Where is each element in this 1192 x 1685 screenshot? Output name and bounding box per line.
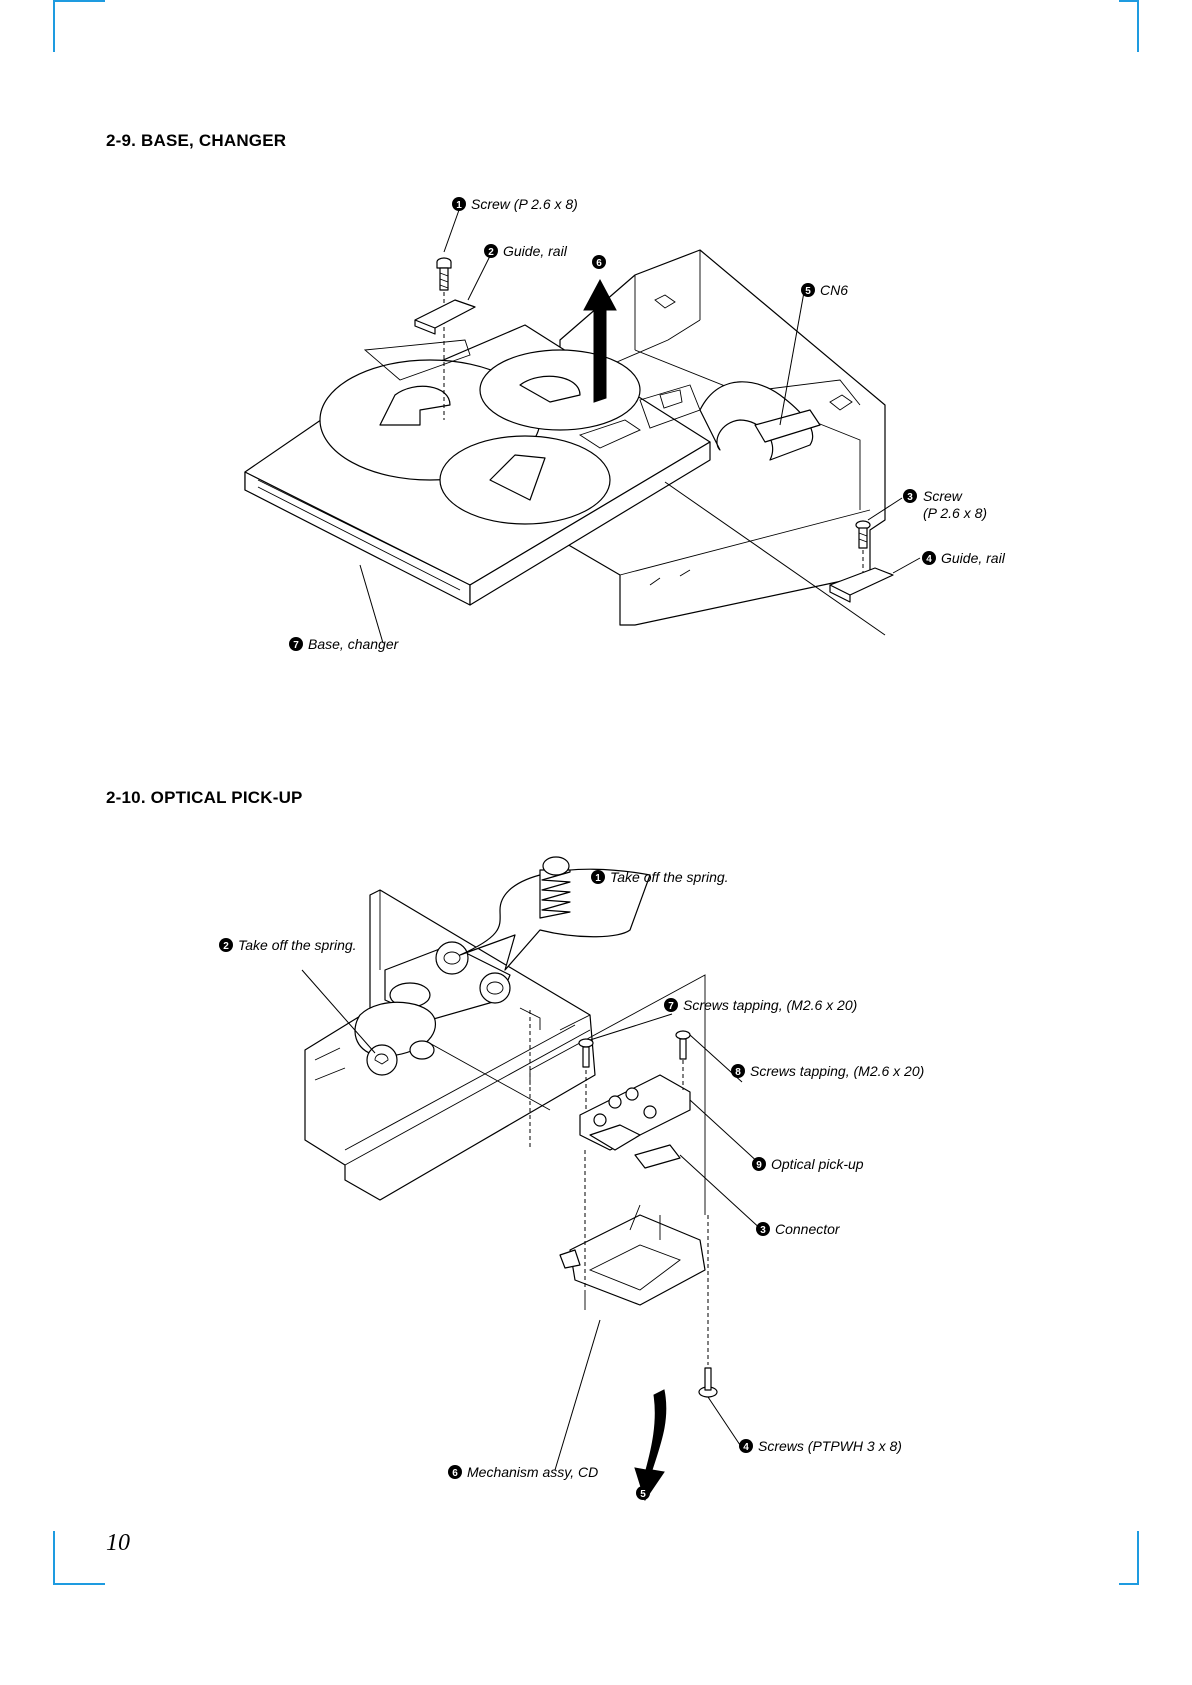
svg-text:1: 1 — [456, 200, 462, 211]
svg-text:3: 3 — [760, 1225, 766, 1236]
crop-mark-bottom-right-h — [1119, 1583, 1139, 1585]
crop-mark-top-left-v — [53, 0, 55, 52]
mechanism-assy-cd — [559, 1204, 706, 1310]
callout-7: 7 Base, changer — [289, 636, 400, 652]
svg-text:4: 4 — [743, 1442, 749, 1453]
spring-hole-a — [435, 941, 469, 975]
screw-4 — [698, 1367, 718, 1398]
svg-text:6: 6 — [596, 258, 602, 269]
section-heading-optical-pickup: 2-10. OPTICAL PICK-UP — [106, 788, 303, 807]
svg-text:Screw (P 2.6 x 8): Screw (P 2.6 x 8) — [471, 196, 578, 212]
callout-5: 5 CN6 — [801, 282, 848, 298]
svg-text:Connector: Connector — [775, 1221, 841, 1237]
crop-mark-top-right-h — [1119, 0, 1139, 2]
diagram-optical-pickup: 1 Take off the spring. 2 Take off the sp… — [219, 856, 924, 1502]
screw-8 — [675, 1030, 691, 1060]
svg-text:Screw: Screw — [923, 488, 963, 504]
callout-3: 3 Screw (P 2.6 x 8) — [903, 488, 987, 521]
svg-text:Optical pick-up: Optical pick-up — [771, 1156, 864, 1172]
callout-4: 4 Guide, rail — [922, 550, 1006, 566]
guide-rail-2 — [414, 299, 476, 335]
svg-text:Screws (PTPWH 3 x 8): Screws (PTPWH 3 x 8) — [758, 1438, 902, 1454]
svg-text:7: 7 — [293, 640, 299, 651]
svg-text:3: 3 — [907, 492, 913, 503]
svg-text:Guide, rail: Guide, rail — [941, 550, 1006, 566]
svg-text:Guide, rail: Guide, rail — [503, 243, 568, 259]
callout-opu-2: 2 Take off the spring. — [219, 937, 357, 953]
spring-icon — [539, 869, 571, 919]
svg-text:8: 8 — [735, 1067, 741, 1078]
up-arrow-icon — [583, 278, 617, 403]
callout-opu-9: 9 Optical pick-up — [752, 1156, 864, 1172]
callout-1: 1 Screw (P 2.6 x 8) — [452, 196, 578, 212]
callout-opu-5: 5 — [636, 1486, 650, 1500]
callout-opu-3: 3 Connector — [756, 1221, 841, 1237]
curved-arrow-icon — [634, 1389, 667, 1502]
screw-1 — [436, 257, 452, 291]
svg-text:Take off the spring.: Take off the spring. — [610, 869, 729, 885]
crop-mark-top-right-v — [1137, 0, 1139, 52]
svg-text:Mechanism assy, CD: Mechanism assy, CD — [467, 1464, 598, 1480]
callout-opu-8: 8 Screws tapping, (M2.6 x 20) — [731, 1063, 924, 1079]
screw-7 — [578, 1038, 594, 1068]
svg-text:Take off the spring.: Take off the spring. — [238, 937, 357, 953]
callout-opu-6: 6 Mechanism assy, CD — [448, 1464, 598, 1480]
crop-mark-bottom-left-v — [53, 1531, 55, 1585]
callout-2: 2 Guide, rail — [484, 243, 568, 259]
svg-text:2: 2 — [488, 247, 494, 258]
guide-rail-4 — [829, 567, 894, 603]
optical-pickup-unit — [579, 1074, 691, 1169]
callout-opu-4: 4 Screws (PTPWH 3 x 8) — [739, 1438, 902, 1454]
diagram-base-changer: 1 Screw (P 2.6 x 8) 2 Guide, rail 6 5 CN… — [244, 196, 1006, 652]
svg-text:9: 9 — [756, 1160, 762, 1171]
svg-text:6: 6 — [452, 1468, 458, 1479]
svg-text:5: 5 — [640, 1489, 646, 1500]
callout-opu-7: 7 Screws tapping, (M2.6 x 20) — [664, 997, 857, 1013]
callout-opu-1: 1 Take off the spring. — [591, 869, 729, 885]
spring-hole-b — [479, 972, 511, 1004]
screw-3 — [855, 520, 871, 549]
svg-text:5: 5 — [805, 286, 811, 297]
callout-6: 6 — [592, 255, 606, 269]
svg-text:4: 4 — [926, 554, 932, 565]
svg-text:2: 2 — [223, 941, 229, 952]
crop-mark-bottom-right-v — [1137, 1531, 1139, 1585]
svg-text:CN6: CN6 — [820, 282, 848, 298]
chassis-frame — [559, 249, 886, 626]
svg-text:(P 2.6 x 8): (P 2.6 x 8) — [923, 505, 987, 521]
svg-text:Base, changer: Base, changer — [308, 636, 400, 652]
svg-text:Screws tapping, (M2.6 x 20): Screws tapping, (M2.6 x 20) — [750, 1063, 924, 1079]
svg-text:1: 1 — [595, 873, 601, 884]
page-number: 10 — [106, 1530, 130, 1556]
svg-text:Screws tapping, (M2.6 x 20): Screws tapping, (M2.6 x 20) — [683, 997, 857, 1013]
svg-text:7: 7 — [668, 1001, 674, 1012]
crop-mark-bottom-left-h — [53, 1583, 105, 1585]
crop-mark-top-left-h — [53, 0, 105, 2]
cn6-connector — [754, 409, 821, 443]
section-heading-base-changer: 2-9. BASE, CHANGER — [106, 131, 287, 150]
